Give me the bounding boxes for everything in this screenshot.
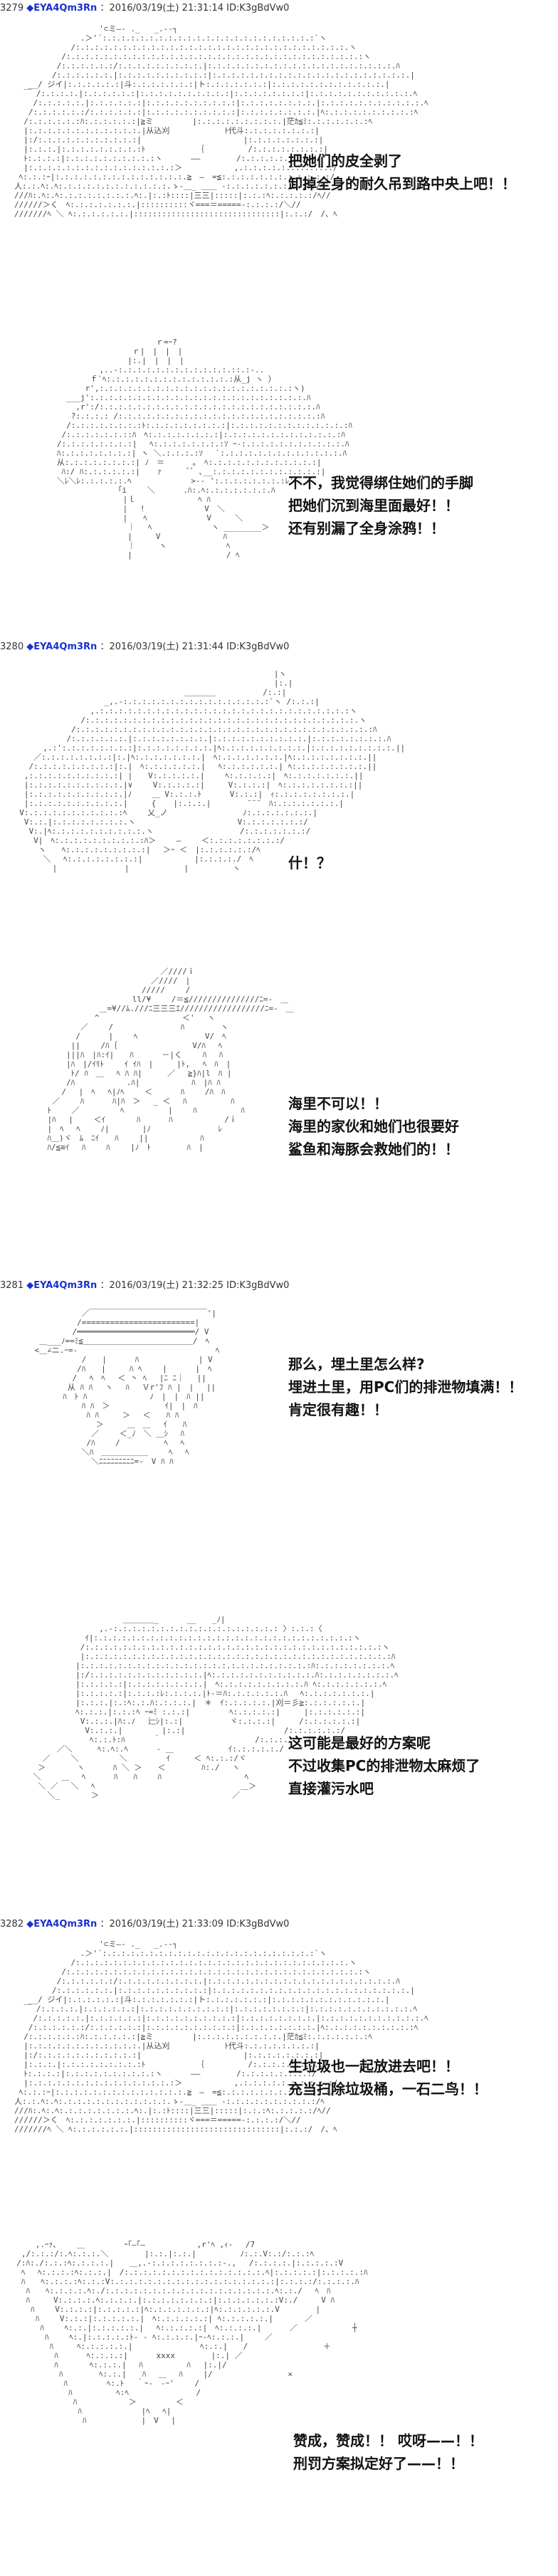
- post-number: 3282: [0, 1919, 24, 1930]
- panel-1: '⊂ミ―- ._ _.-‐┐ .＞'´:.:.:.:.:.:.:.:.:.:.:…: [0, 19, 558, 303]
- ascii-art-character: '⊂ミ―- ._ _.-‐┐ .＞'´:.:.:.:.:.:.:.:.:.:.:…: [14, 1939, 428, 2134]
- poster-name[interactable]: ◆EYA4Qm3Rn: [26, 3, 98, 14]
- dialogue-text: 把她们的皮全剥了 卸掉全身的耐久吊到路中央上吧！！: [288, 152, 516, 192]
- panel-5: ／￣￣￣￣￣￣￣￣￣￣￣￣￣￣￣'| /====================…: [0, 1296, 558, 1581]
- dialogue-text: 这可能是最好的方案呢 不过收集PC的排泄物太麻烦了 直接灌污水吧: [288, 1734, 480, 1797]
- post-number: 3279: [0, 3, 24, 14]
- ascii-art-character: '⊂ミ―- ._ _.-‐┐ .＞'´:.:.:.:.:.:.:.:.:.:.:…: [14, 24, 428, 219]
- post-header: 3281 ◆EYA4Qm3Rn ：2016/03/19(土) 21:32:25 …: [0, 1280, 289, 1292]
- panel-4: ／////ｉ ／//// | ///// / ll/¥ /＝≦/////////…: [0, 953, 558, 1267]
- poster-name[interactable]: ◆EYA4Qm3Rn: [26, 1919, 98, 1930]
- ascii-art-character: ／￣￣￣￣￣￣￣￣￣￣￣￣￣￣￣'| /====================…: [34, 1309, 220, 1466]
- post-meta: ：2016/03/19(土) 21:31:44 ID:K3gBdVw0: [100, 642, 290, 652]
- post-header: 3282 ◆EYA4Qm3Rn ：2016/03/19(土) 21:33:09 …: [0, 1919, 289, 1930]
- dialogue-text: 不不，我觉得绑住她们的手脚 把她们沉到海里面最好！！ 还有别漏了全身涂鸦！！: [288, 474, 473, 537]
- poster-name[interactable]: ◆EYA4Qm3Rn: [26, 1280, 98, 1291]
- post-number: 3280: [0, 642, 24, 652]
- post-number: 3281: [0, 1280, 24, 1291]
- dialogue-text: 生垃圾也一起放进去吧！！ 充当扫除垃圾桶，一石二鸟！！: [288, 2058, 488, 2098]
- panel-6: ＿＿＿＿_ __ _ﾉ| ,.-:.:.:.:.:.:.:.:.:.:.:.:.…: [0, 1589, 558, 1902]
- post-meta: ：2016/03/19(土) 21:31:14 ID:K3gBdVw0: [100, 3, 290, 14]
- ascii-art-character: ＿＿＿＿_ __ _ﾉ| ,.-:.:.:.:.:.:.:.:.:.:.:.:.…: [33, 1615, 399, 1800]
- dialogue-text: 赞成，赞成！！ 哎呀——！！ 刑罚方案拟定好了——！！: [293, 2432, 483, 2472]
- poster-name[interactable]: ◆EYA4Qm3Rn: [26, 642, 98, 652]
- post-header: 3279 ◆EYA4Qm3Rn ：2016/03/19(土) 21:31:14 …: [0, 3, 289, 14]
- panel-2: ｒ=ｰ? ｒ| | | | |:.| | | | ,..-:.:.:.:.:.:…: [0, 313, 558, 627]
- panel-3: |ヽ |:.| ＿＿＿＿ /:.:| _,.-:.:.:.:.:.:.:.:.:…: [0, 656, 558, 941]
- ascii-art-character: ｒ=ｰ? ｒ| | | | |:.| | | | ,..-:.:.:.:.:.:…: [56, 337, 352, 560]
- dialogue-text: 什！？: [288, 854, 331, 871]
- ascii-art-character: |ヽ |:.| ＿＿＿＿ /:.:| _,.-:.:.:.:.:.:.:.:.:…: [19, 669, 406, 873]
- ascii-art-character: ／////ｉ ／//// | ///// / ll/¥ /＝≦/////////…: [47, 967, 294, 1152]
- post-header: 3280 ◆EYA4Qm3Rn ：2016/03/19(土) 21:31:44 …: [0, 642, 289, 653]
- post-meta: ：2016/03/19(土) 21:33:09 ID:K3gBdVw0: [100, 1919, 290, 1930]
- panel-7: '⊂ミ―- ._ _.-‐┐ .＞'´:.:.:.:.:.:.:.:.:.:.:…: [0, 1934, 558, 2219]
- ascii-art-character: ,.ｰｧ、 ＿ ｰ｢―｢― ,r'ﾍ ,ｨ‐ /7 ,/:.:.:/:.ﾍ:.:…: [16, 2240, 368, 2425]
- dialogue-text: 海里不可以！！ 海里的家伙和她们也很要好 鲨鱼和海豚会救她们的！！: [288, 1095, 459, 1158]
- panel-8: ,.ｰｧ、 ＿ ｰ｢―｢― ,r'ﾍ ,ｨ‐ /7 ,/:.:.:/:.ﾍ:.:…: [0, 2229, 558, 2576]
- dialogue-text: 那么，埋土里怎么样? 埋进土里，用PC们的排泄物填满！！ 肯定很有趣！！: [288, 1356, 523, 1418]
- post-meta: ：2016/03/19(土) 21:32:25 ID:K3gBdVw0: [100, 1280, 290, 1291]
